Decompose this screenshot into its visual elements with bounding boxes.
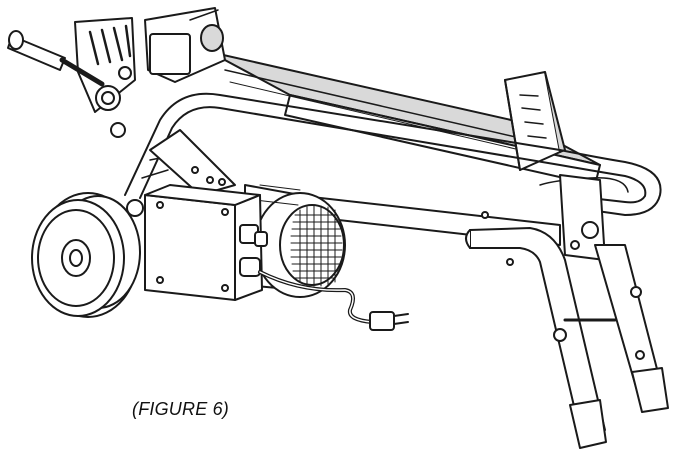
support-legs	[465, 227, 669, 449]
power-cord	[239, 257, 409, 331]
side-plates	[149, 129, 606, 261]
push-plate	[144, 7, 226, 83]
figure-caption: (FIGURE 6)	[132, 399, 230, 419]
leg-foot-caps	[569, 367, 669, 449]
switch-box	[144, 184, 268, 301]
frame-tube	[124, 92, 662, 216]
power-plug	[369, 311, 409, 331]
control-handle	[7, 17, 136, 138]
wheel	[31, 192, 144, 318]
motor-fan-cover	[290, 205, 343, 287]
